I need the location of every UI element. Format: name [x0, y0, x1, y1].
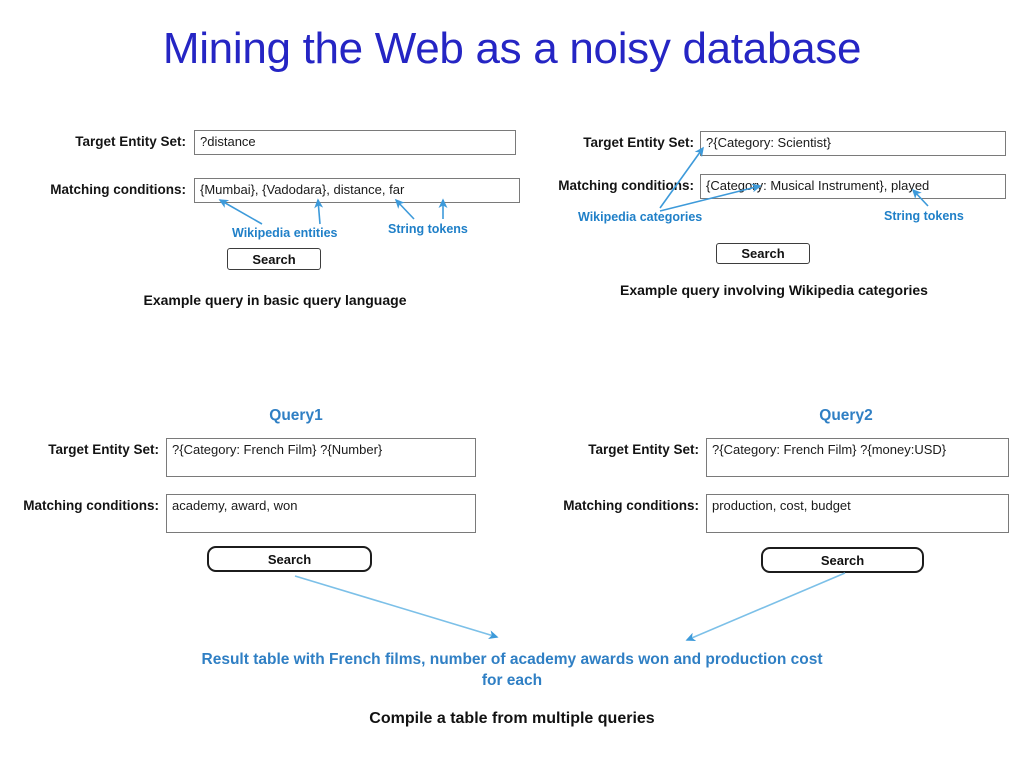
result-description-line2: for each: [481, 671, 543, 689]
arrow-query1-to-result: [294, 575, 499, 639]
target-entity-set-input-query2[interactable]: ?{Category: French Film} ?{money:USD}: [706, 438, 1009, 477]
matching-conditions-row-basic: Matching conditions: {Mumbai}, {Vadodara…: [8, 178, 520, 203]
annotation-string-tokens-category: String tokens: [884, 209, 964, 223]
compile-table-caption: Compile a table from multiple queries: [369, 710, 655, 727]
target-entity-set-label: Target Entity Set:: [588, 442, 699, 457]
target-entity-set-label: Target Entity Set:: [48, 442, 159, 457]
annotation-wikipedia-categories: Wikipedia categories: [578, 210, 703, 224]
query2-heading: Query2: [819, 407, 873, 424]
caption-basic-query: Example query in basic query language: [143, 292, 407, 308]
matching-conditions-row-category: Matching conditions: {Category: Musical …: [534, 174, 1006, 199]
page-title: Mining the Web as a noisy database: [162, 24, 862, 73]
target-entity-set-row-basic: Target Entity Set: ?distance: [36, 130, 516, 155]
search-button-query2[interactable]: Search: [761, 547, 924, 573]
target-entity-set-row-query1: Target Entity Set: ?{Category: French Fi…: [34, 438, 476, 477]
matching-conditions-input-query1[interactable]: academy, award, won: [166, 494, 476, 533]
matching-conditions-input-category[interactable]: {Category: Musical Instrument}, played: [700, 174, 1006, 199]
arrow-wikipedia-entity-vadodara: [314, 198, 324, 225]
query1-heading: Query1: [269, 407, 323, 424]
matching-conditions-label: Matching conditions:: [558, 178, 694, 193]
matching-conditions-row-query2: Matching conditions: production, cost, b…: [520, 494, 1009, 533]
matching-conditions-label: Matching conditions:: [50, 182, 186, 197]
matching-conditions-input-query2[interactable]: production, cost, budget: [706, 494, 1009, 533]
target-entity-set-input-category[interactable]: ?{Category: Scientist}: [700, 131, 1006, 156]
annotation-string-tokens-basic: String tokens: [388, 222, 468, 236]
matching-conditions-row-query1: Matching conditions: academy, award, won: [6, 494, 476, 533]
target-entity-set-input-basic[interactable]: ?distance: [194, 130, 516, 155]
search-button-category[interactable]: Search: [716, 243, 810, 264]
arrow-query2-to-result: [685, 572, 846, 642]
caption-wikipedia-category-query: Example query involving Wikipedia catego…: [620, 282, 928, 298]
search-button-basic[interactable]: Search: [227, 248, 321, 270]
target-entity-set-row-query2: Target Entity Set: ?{Category: French Fi…: [548, 438, 1009, 477]
target-entity-set-input-query1[interactable]: ?{Category: French Film} ?{Number}: [166, 438, 476, 477]
target-entity-set-row-category: Target Entity Set: ?{Category: Scientist…: [558, 131, 1006, 156]
target-entity-set-label: Target Entity Set:: [583, 135, 694, 150]
annotation-wikipedia-entities: Wikipedia entities: [232, 226, 338, 240]
result-table-description: Result table with French films, number o…: [162, 650, 862, 692]
matching-conditions-input-basic[interactable]: {Mumbai}, {Vadodara}, distance, far: [194, 178, 520, 203]
arrow-wikipedia-entity-mumbai: [218, 199, 263, 225]
matching-conditions-label: Matching conditions:: [563, 498, 699, 513]
target-entity-set-label: Target Entity Set:: [75, 134, 186, 149]
search-button-query1[interactable]: Search: [207, 546, 372, 572]
result-description-line1: Result table with French films, number o…: [201, 651, 823, 668]
matching-conditions-label: Matching conditions:: [23, 498, 159, 513]
